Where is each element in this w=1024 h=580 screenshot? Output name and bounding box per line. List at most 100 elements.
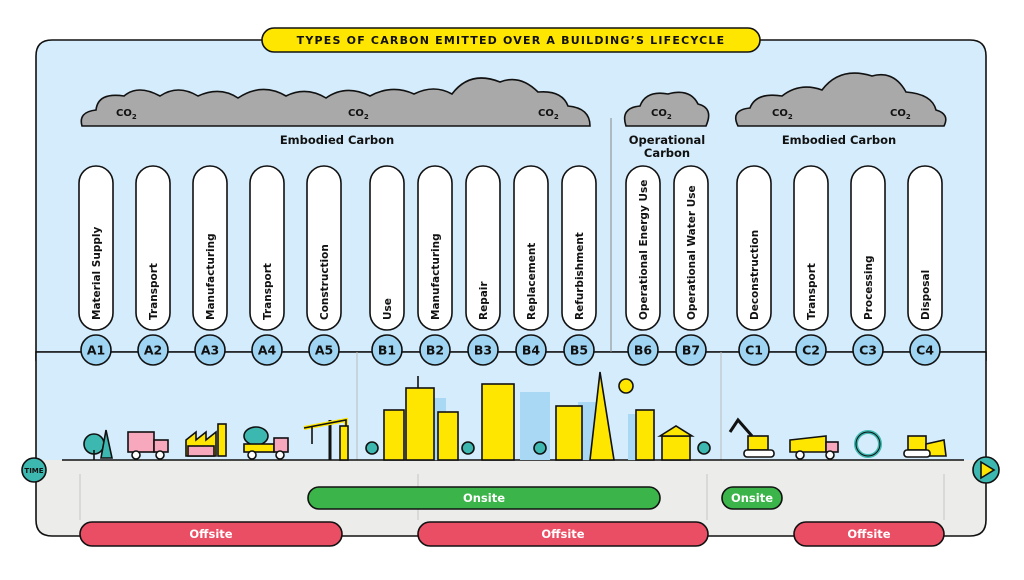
stage-pill	[369, 165, 405, 331]
stage-label: Transport	[262, 263, 274, 320]
truck-illustration	[127, 431, 169, 460]
co2-label: CO2	[538, 108, 559, 121]
group-heading-operational-line2: Carbon	[644, 146, 690, 160]
stage-code: C1	[745, 343, 763, 358]
stage-code-badge	[795, 334, 827, 366]
stage-code: A3	[201, 343, 219, 358]
stage-code: A4	[258, 343, 277, 358]
co2-label: CO2	[116, 108, 137, 121]
onsite-bar-label: Onsite	[731, 491, 773, 505]
offsite-bar-label: Offsite	[847, 527, 890, 541]
stage-code: A1	[87, 343, 105, 358]
stage-code-badge	[308, 334, 340, 366]
stage-code: C2	[802, 343, 820, 358]
co2-label: CO2	[772, 108, 793, 121]
stage-code: B3	[474, 343, 492, 358]
co2-label: CO2	[890, 108, 911, 121]
stage-pill	[78, 165, 114, 331]
group-heading-embodied-c: Embodied Carbon	[782, 133, 896, 147]
stage-pill	[907, 165, 943, 331]
co2-label: CO2	[348, 108, 369, 121]
stage-code: B5	[570, 343, 588, 358]
stage-label: Refurbishment	[574, 232, 586, 320]
stage-code-badge	[80, 334, 112, 366]
stage-pill	[192, 165, 228, 331]
play-icon[interactable]	[972, 456, 1000, 484]
stage-label: Construction	[319, 244, 331, 320]
cement-mixer-illustration	[243, 426, 289, 460]
co2-cloud-embodied-c: CO2 CO2	[734, 72, 947, 127]
onsite-bar-main: Onsite	[307, 486, 661, 510]
stage-label: Operational Energy Use	[638, 180, 650, 320]
group-heading-operational-line1: Operational	[629, 133, 705, 147]
stage-code-badge	[419, 334, 451, 366]
stage-label: Operational Water Use	[686, 185, 698, 320]
onsite-bar-end: Onsite	[721, 486, 783, 510]
stage-pill	[673, 165, 709, 331]
stage-label: Replacement	[526, 243, 538, 320]
stage-pill	[513, 165, 549, 331]
stage-pill	[306, 165, 342, 331]
stage-label: Disposal	[920, 270, 932, 320]
crane-illustration	[303, 417, 349, 461]
co2-cloud-embodied-a: CO2 CO2 CO2	[80, 77, 591, 127]
stage-code-badge	[251, 334, 283, 366]
stage-label: Manufacturing	[430, 233, 442, 320]
stage-code-badge	[467, 334, 499, 366]
stage-code: C3	[859, 343, 877, 358]
stage-code-badge	[137, 334, 169, 366]
stage-code-badge	[371, 334, 403, 366]
recycle-icon	[854, 430, 882, 458]
stage-code: B4	[522, 343, 541, 358]
city-skyline-illustration	[365, 371, 711, 461]
stage-pill	[135, 165, 171, 331]
stage-pill	[736, 165, 772, 331]
stage-code-badge	[627, 334, 659, 366]
stage-code: C4	[916, 343, 934, 358]
stage-label: Use	[382, 298, 394, 320]
title: TYPES OF CARBON EMITTED OVER A BUILDING’…	[297, 34, 726, 47]
stage-label: Transport	[806, 263, 818, 320]
dump-truck-illustration	[789, 435, 839, 460]
offsite-bar-2: Offsite	[417, 521, 709, 547]
time-badge: TIME	[21, 457, 47, 483]
stage-pill	[465, 165, 501, 331]
offsite-bar-label: Offsite	[189, 527, 232, 541]
stage-code: B1	[378, 343, 396, 358]
offsite-bar-3: Offsite	[793, 521, 945, 547]
stage-code-badge	[515, 334, 547, 366]
stage-code: B7	[682, 343, 700, 358]
stage-code: B6	[634, 343, 653, 358]
stage-pill	[793, 165, 829, 331]
stage-code-badge	[852, 334, 884, 366]
stage-label: Transport	[148, 263, 160, 320]
stage-code-badge	[194, 334, 226, 366]
stage-label: Material Supply	[91, 227, 103, 320]
factory-illustration	[185, 423, 227, 457]
excavator-illustration	[728, 417, 775, 458]
time-label: TIME	[24, 467, 43, 475]
co2-label: CO2	[651, 108, 672, 121]
bulldozer-illustration	[903, 435, 947, 458]
stage-label: Manufacturing	[205, 233, 217, 320]
co2-cloud-operational: CO2	[623, 91, 710, 127]
stage-pill	[625, 165, 661, 331]
stage-code: A2	[144, 343, 162, 358]
stage-label: Deconstruction	[749, 230, 761, 320]
stage-code: B2	[426, 343, 444, 358]
